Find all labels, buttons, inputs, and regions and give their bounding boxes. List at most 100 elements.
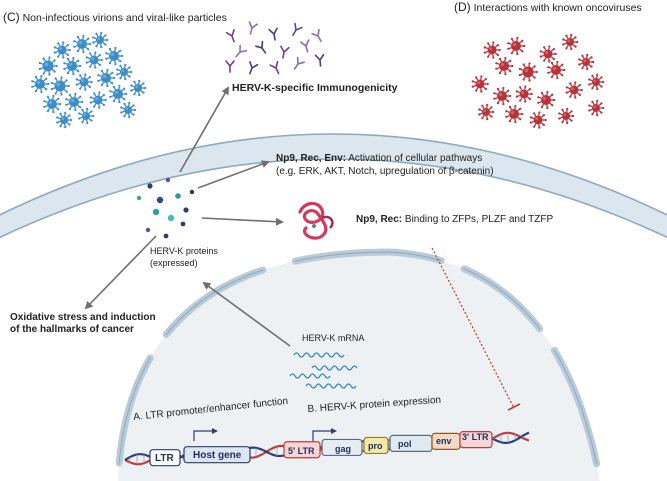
genome-env-label: env [436, 436, 452, 446]
oxidative-label-line1: Oxidative stress and induction [10, 312, 156, 323]
genome-5ltr-label: 5' LTR [288, 446, 315, 456]
red-virion [588, 99, 605, 117]
red-virion [518, 62, 538, 82]
panel-d-title: (D) [454, 0, 471, 14]
red-virion [537, 90, 556, 110]
antibody [293, 56, 305, 70]
genome-ltr-label: LTR [155, 453, 174, 464]
box-ltr [149, 449, 181, 467]
pathways-label: Np9, Rec, Env: Activation of cellular pa… [276, 153, 482, 164]
blue-virion [75, 73, 93, 91]
antibody [292, 22, 303, 36]
red-virion [478, 103, 495, 121]
blue-virion [85, 51, 103, 69]
blue-virion [43, 94, 62, 114]
blue-virion [109, 84, 128, 104]
pathways-text: Activation of cellular pathways [348, 153, 483, 164]
blue-virion-cluster [31, 31, 147, 129]
red-virion [578, 53, 595, 71]
blue-virion [78, 107, 95, 125]
antibody [248, 21, 258, 35]
box-pro [363, 436, 389, 455]
blue-virion [56, 111, 73, 129]
proteins-label-line1: HERV-K proteins [150, 246, 218, 256]
blue-virion [89, 91, 107, 109]
binding-text: Binding to ZFPs, PLZF and TZFP [404, 214, 554, 225]
blue-virion [53, 41, 71, 59]
mrna-strand [305, 383, 357, 389]
red-virion [565, 81, 583, 99]
mrna-strands [289, 352, 358, 389]
genome-boxes [149, 431, 493, 467]
red-virion [529, 111, 547, 129]
binding-proteins: Np9, Rec: [356, 214, 403, 225]
blue-virion [65, 92, 84, 112]
mrna-strand [293, 352, 345, 358]
antibody [268, 27, 278, 41]
box-5ltr [283, 441, 321, 459]
genome-pol-label: pol [398, 439, 412, 449]
arrow-to-pathways [197, 160, 270, 189]
blue-virion [73, 34, 92, 54]
protein-structure [298, 201, 334, 240]
arrow-to-oxidative [84, 235, 157, 310]
blue-virion [120, 101, 137, 119]
panel-d-caption: Interactions with known oncoviruses [473, 2, 642, 14]
binding-label: Np9, Rec: Binding to ZFPs, PLZF and TZFP [356, 214, 553, 225]
red-virion-cluster [471, 33, 605, 129]
red-virion [558, 107, 575, 125]
antibody [314, 53, 325, 67]
antibody [269, 60, 280, 75]
protein-dots [136, 177, 195, 239]
genome-host-gene-label: Host gene [193, 450, 242, 461]
red-virion [515, 85, 533, 103]
transcription-arrow-a [193, 430, 214, 441]
genome-3ltr-label: 3' LTR [462, 432, 489, 442]
blue-virion [38, 56, 58, 76]
red-virion [588, 73, 605, 91]
arrow-to-immunogenicity [179, 86, 229, 173]
red-virion [547, 60, 566, 80]
blue-virion [97, 68, 116, 88]
mrna-strand [289, 373, 331, 379]
blue-virion [63, 56, 82, 76]
red-virion [471, 75, 489, 93]
nuclear-envelope [115, 248, 601, 468]
oxidative-label-line2: of the hallmarks of cancer [10, 324, 134, 335]
red-virion [562, 33, 579, 51]
box-gag [321, 438, 363, 457]
blue-virion [105, 46, 124, 66]
red-virion [507, 36, 526, 56]
inhibition-bar [507, 403, 521, 411]
red-virion [505, 104, 524, 124]
blue-virion [130, 79, 147, 97]
antibody [280, 45, 290, 59]
antibody [255, 40, 267, 54]
panel-c-caption: Non-infectious virions and viral-like pa… [22, 12, 227, 24]
antibody [235, 44, 248, 58]
antibody [225, 60, 235, 73]
genome-gag-label: gag [335, 444, 352, 454]
pathways-detail: (e.g. ERK, AKT, Notch, upregulation of β… [276, 166, 494, 177]
inhibition-line [431, 247, 515, 409]
antibody [300, 39, 310, 53]
arrow-mrna-to-proteins [202, 281, 291, 347]
panel-c-title: (C) [3, 10, 20, 24]
red-virion [539, 45, 557, 63]
blue-virion [116, 63, 133, 81]
transcription-arrow-b [312, 430, 333, 441]
antibody [249, 61, 259, 75]
box-3ltr [459, 431, 493, 449]
blue-virion [92, 31, 109, 49]
box-host-gene [183, 446, 251, 464]
blue-virion [31, 74, 50, 94]
cell-membrane [0, 133, 667, 239]
arrow-to-binding [201, 217, 284, 226]
pathways-proteins: Np9, Rec, Env: [276, 153, 347, 164]
red-virion [495, 56, 514, 76]
genome-pro-label: pro [368, 441, 383, 451]
mrna-strand [311, 365, 358, 371]
blue-virion [50, 76, 70, 96]
